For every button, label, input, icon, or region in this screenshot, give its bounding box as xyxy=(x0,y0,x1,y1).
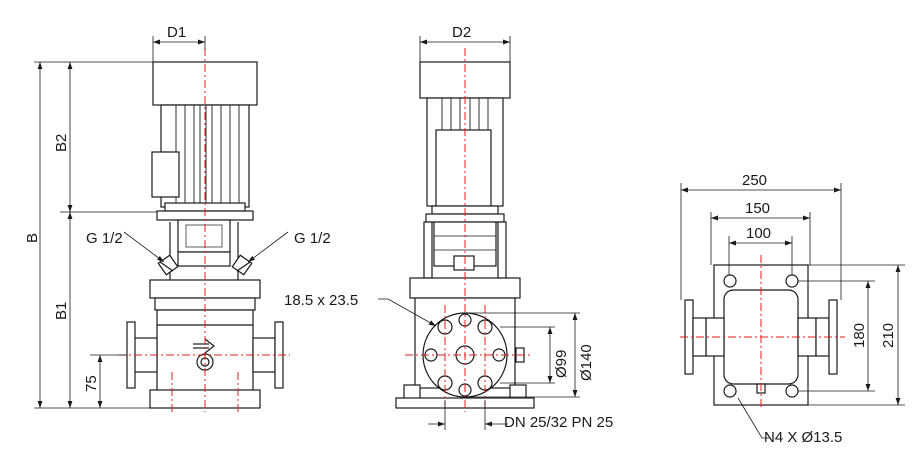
g-half-left-label: G 1/2 xyxy=(86,230,123,247)
dim-d2-label: D2 xyxy=(452,24,471,41)
bottom-view: 250 150 100 180 210 N4 X Ø13.5 xyxy=(680,172,905,446)
dim-180-label: 180 xyxy=(851,323,868,348)
motor-cooling-fins xyxy=(175,105,240,207)
g-half-right-label: G 1/2 xyxy=(294,230,331,247)
base-mount-hole xyxy=(723,384,737,398)
coupling-window xyxy=(185,224,223,248)
dim-250-label: 250 xyxy=(742,172,767,189)
side-vent-plug xyxy=(453,255,475,271)
front-view: D1 B B2 B1 75 G 1/2 G 1/2 xyxy=(24,24,331,412)
dim-100-label: 100 xyxy=(746,225,771,242)
dim-d1-label: D1 xyxy=(167,24,186,41)
dim-b2-label: B2 xyxy=(53,134,70,152)
side-terminal-box xyxy=(435,129,492,207)
dim-dia99-label: Ø99 xyxy=(553,350,570,378)
vent-plug-right xyxy=(231,254,253,276)
side-tie-rod-left xyxy=(423,221,433,279)
bolt-slot-label: 18.5 x 23.5 xyxy=(284,292,358,309)
dim-210-label: 210 xyxy=(880,323,897,348)
terminal-box xyxy=(151,151,180,198)
dn-pn-label: DN 25/32 PN 25 xyxy=(504,414,613,431)
flow-direction-arrow xyxy=(193,338,215,354)
coupling-lower xyxy=(177,251,231,267)
dim-b1-label: B1 xyxy=(53,302,70,320)
vent-plug-left xyxy=(157,254,179,276)
dim-75-label: 75 xyxy=(83,375,100,392)
dim-150-label: 150 xyxy=(745,200,770,217)
holes-label: N4 X Ø13.5 xyxy=(764,429,842,446)
base-mount-hole xyxy=(723,274,737,288)
side-view: D2 18.5 x 23.5 Ø99 Ø140 DN 25/32 PN 25 xyxy=(284,24,613,431)
dim-dia140-label: Ø140 xyxy=(578,344,595,381)
dim-b-label: B xyxy=(24,233,41,243)
side-tie-rod-right xyxy=(497,221,507,279)
